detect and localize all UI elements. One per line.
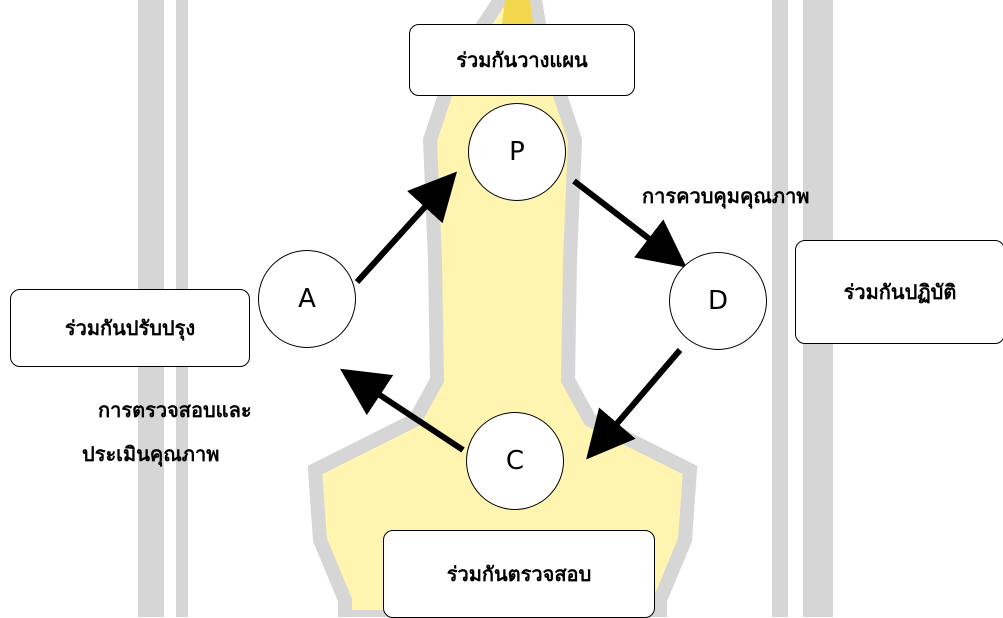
check-box: ร่วมกันตรวจสอบ [383,530,655,618]
arrow-d-to-c [586,348,683,460]
node-d: D [669,252,767,350]
node-a: A [258,250,356,348]
arrow-a-to-p [354,171,458,285]
plan-box: ร่วมกันวางแผน [409,24,635,96]
node-p: P [468,103,566,201]
annotation-audit-line1: การตรวจสอบและ [98,398,252,422]
do-box: ร่วมกันปฏิบัติ [795,240,1003,344]
arrow-p-to-d [572,178,687,268]
annotation-quality-control: การควบคุมคุณภาพ [642,184,810,208]
arrow-c-to-a [339,368,465,453]
node-c: C [466,412,564,510]
annotation-audit-line2: ประเมินคุณภาพ [82,442,220,466]
act-box: ร่วมกันปรับปรุง [10,289,250,367]
